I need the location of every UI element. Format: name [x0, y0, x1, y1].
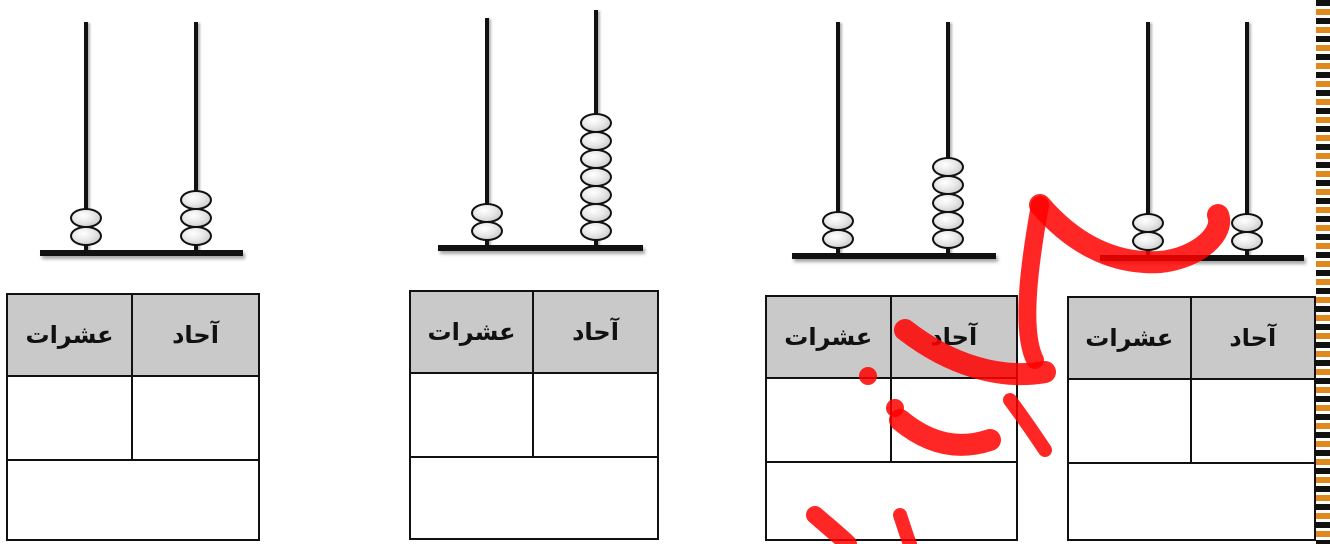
abacus-bead — [932, 175, 964, 195]
tens-header: عشرات — [8, 295, 133, 377]
tens-answer-cell[interactable] — [1069, 380, 1192, 464]
ones-answer-cell[interactable] — [1191, 380, 1314, 464]
ones-header: آحاد — [534, 292, 657, 374]
abacus-bead — [1231, 231, 1263, 251]
abacus-bead — [180, 208, 212, 228]
abacus-bead — [70, 208, 102, 228]
abacus-bead — [180, 190, 212, 210]
ones-answer-cell[interactable] — [133, 377, 258, 461]
tens-header: عشرات — [1069, 298, 1192, 380]
abacus-4-base — [1100, 255, 1304, 261]
tens-answer-cell[interactable] — [411, 374, 534, 458]
watermark-stroke — [1018, 196, 1049, 369]
abacus-bead — [1132, 213, 1164, 233]
ones-header: آحاد — [1191, 298, 1314, 380]
ones-header: آحاد — [891, 297, 1016, 379]
abacus-3-ones-rod — [946, 22, 950, 256]
place-value-table-3: عشرات آحاد — [765, 295, 1018, 541]
abacus-2-tens-rod — [485, 18, 489, 248]
abacus-1-tens-rod — [84, 22, 88, 252]
number-answer-cell[interactable] — [411, 458, 657, 538]
abacus-bead — [932, 193, 964, 213]
abacus-bead — [580, 131, 612, 151]
abacus-4-ones-rod — [1245, 22, 1249, 258]
abacus-bead — [580, 113, 612, 133]
tens-header: عشرات — [411, 292, 534, 374]
abacus-3-tens-rod — [836, 22, 840, 256]
abacus-bead — [70, 226, 102, 246]
abacus-1-base — [40, 250, 243, 256]
abacus-bead — [580, 185, 612, 205]
abacus-bead — [822, 229, 854, 249]
tens-header: عشرات — [767, 297, 892, 379]
abacus-bead — [932, 157, 964, 177]
number-answer-cell[interactable] — [1069, 464, 1314, 539]
abacus-2-base — [438, 245, 643, 251]
number-answer-cell[interactable] — [767, 463, 1016, 539]
ones-answer-cell[interactable] — [891, 379, 1016, 463]
abacus-bead — [180, 226, 212, 246]
tens-answer-cell[interactable] — [8, 377, 133, 461]
abacus-bead — [471, 221, 503, 241]
abacus-1-ones-rod — [194, 22, 198, 252]
abacus-3-base — [792, 253, 996, 259]
abacus-bead — [580, 203, 612, 223]
abacus-bead — [471, 203, 503, 223]
number-answer-cell[interactable] — [8, 461, 258, 539]
abacus-bead — [580, 149, 612, 169]
place-value-table-2: عشرات آحاد — [409, 290, 659, 540]
abacus-bead — [932, 229, 964, 249]
tens-answer-cell[interactable] — [767, 379, 892, 463]
abacus-bead — [822, 211, 854, 231]
abacus-bead — [932, 211, 964, 231]
ones-header: آحاد — [133, 295, 258, 377]
abacus-bead — [1231, 213, 1263, 233]
abacus-bead — [1132, 231, 1164, 251]
decorative-page-border — [1316, 0, 1330, 544]
place-value-table-4: عشرات آحاد — [1067, 296, 1316, 541]
abacus-bead — [580, 167, 612, 187]
abacus-4-tens-rod — [1146, 22, 1150, 258]
abacus-bead — [580, 221, 612, 241]
place-value-table-1: عشرات آحاد — [6, 293, 260, 541]
ones-answer-cell[interactable] — [534, 374, 657, 458]
watermark-stroke — [1029, 194, 1231, 274]
